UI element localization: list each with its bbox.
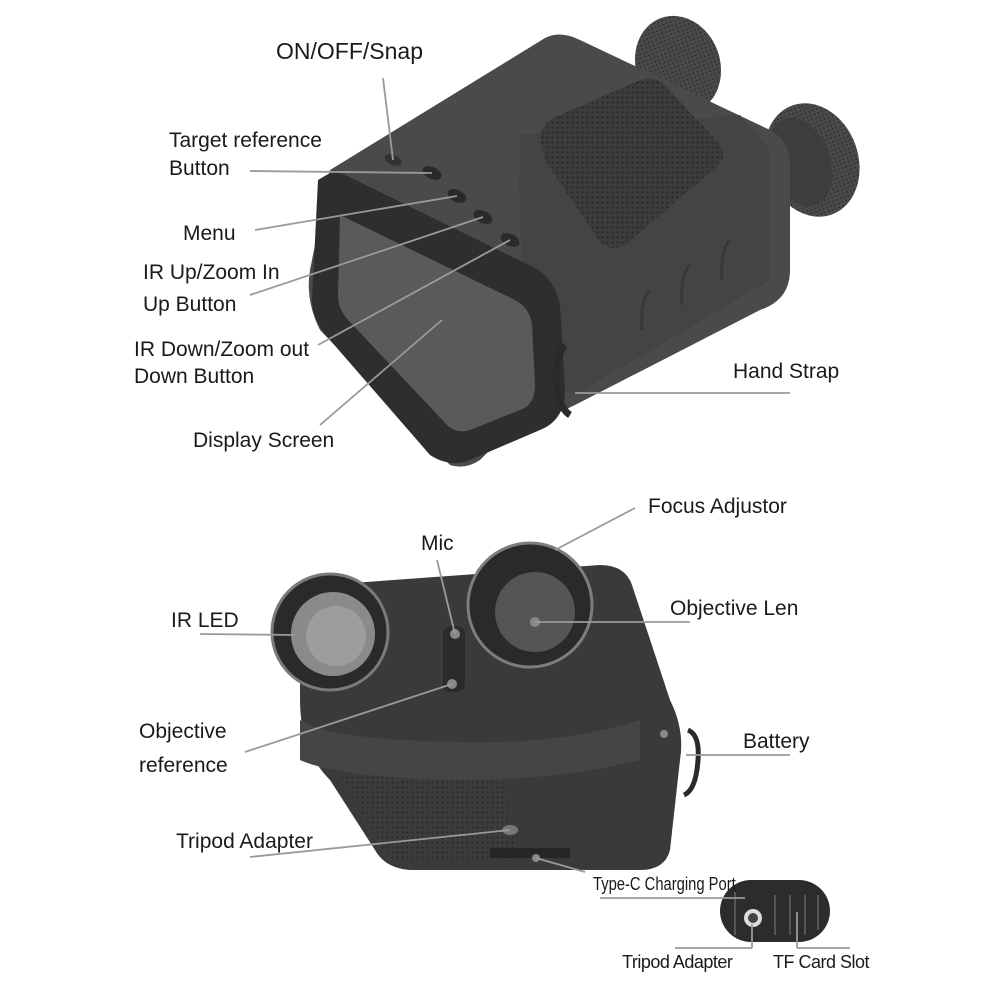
label-mic: Mic	[421, 532, 454, 555]
ir-led-lens	[270, 572, 390, 692]
label-up-button: Up Button	[143, 293, 237, 316]
label-hand-strap: Hand Strap	[733, 360, 840, 383]
front-device	[270, 541, 701, 870]
label-on-off-snap: ON/OFF/Snap	[276, 38, 423, 64]
bottom-inset	[720, 880, 830, 942]
leader-lines	[199, 77, 850, 949]
objective-lens	[466, 541, 594, 669]
label-focus-adjustor: Focus Adjustor	[648, 495, 787, 518]
label-down-button: Down Button	[134, 365, 255, 388]
label-menu: Menu	[183, 222, 236, 245]
grip-texture	[540, 78, 724, 248]
battery-handle	[682, 727, 701, 798]
label-ir-led: IR LED	[171, 609, 239, 632]
label-target-reference: Target reference	[169, 129, 322, 152]
label-objective-len: Objective Len	[670, 597, 799, 620]
hand-strap-loop	[552, 342, 573, 418]
label-ir-up-zoom-in: IR Up/Zoom In	[143, 261, 280, 284]
label-type-c-charging-port: Type-C Charging Port	[593, 874, 736, 894]
label-target-reference-button: Button	[169, 157, 230, 180]
mic-strip	[443, 626, 465, 692]
display-screen	[338, 215, 535, 432]
label-battery: Battery	[743, 730, 810, 753]
label-tf-card-slot: TF Card Slot	[773, 952, 870, 972]
label-ir-down-zoom-out: IR Down/Zoom out	[134, 338, 310, 361]
bottom-texture	[340, 770, 520, 860]
top-device	[308, 15, 860, 467]
label-display-screen: Display Screen	[193, 429, 335, 452]
label-objective-reference: Objective	[139, 720, 227, 743]
label-inset-tripod-adapter: Tripod Adapter	[622, 952, 733, 972]
label-tripod-adapter: Tripod Adapter	[176, 830, 313, 853]
label-objective-reference-2: reference	[139, 754, 228, 777]
